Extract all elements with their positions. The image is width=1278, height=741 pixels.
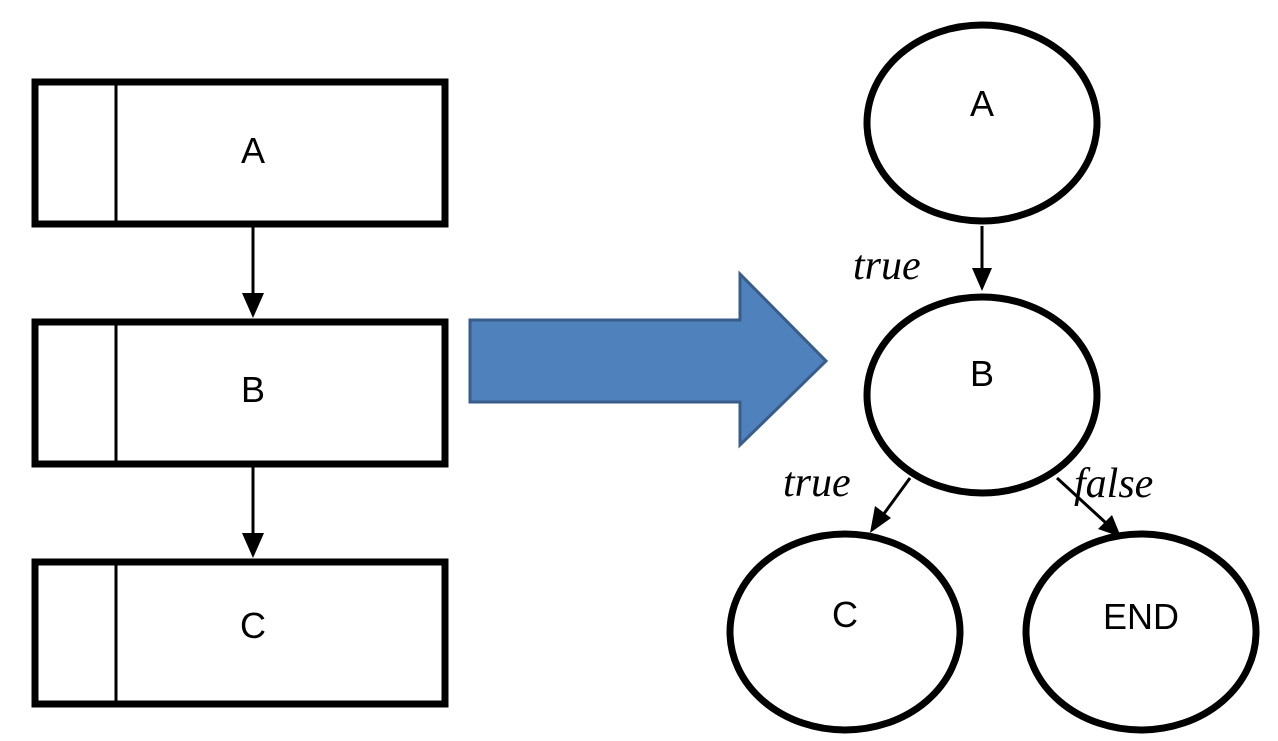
- arrow-a-to-b: [242, 226, 264, 318]
- node-c-label: C: [832, 594, 858, 635]
- block-b: B: [31, 318, 449, 468]
- arrow-b-to-c: [242, 466, 264, 558]
- edge-b-to-c: [870, 477, 912, 533]
- block-c-label: C: [240, 605, 266, 646]
- node-b-circle: [863, 293, 1101, 497]
- edge-label-b-to-c: true: [783, 460, 851, 506]
- node-b-label: B: [970, 353, 994, 394]
- block-a-frame: [31, 78, 449, 228]
- node-end: END: [1022, 530, 1260, 734]
- node-end-label: END: [1103, 596, 1179, 637]
- edge-b-to-end: [1055, 476, 1121, 537]
- block-b-frame: [31, 318, 449, 468]
- block-a-label: A: [241, 130, 265, 171]
- edge-label-a-to-b: true: [853, 243, 921, 289]
- node-c-circle: [726, 530, 964, 734]
- node-a: A: [863, 21, 1101, 225]
- block-a: A: [31, 78, 449, 228]
- edge-a-to-b: [972, 226, 992, 291]
- transform-arrow: [468, 270, 829, 449]
- node-c: C: [726, 530, 964, 734]
- node-b: B: [863, 293, 1101, 497]
- node-a-label: A: [970, 83, 994, 124]
- edge-label-b-to-end: false: [1074, 461, 1153, 507]
- block-c-frame: [31, 558, 449, 708]
- node-end-circle: [1022, 530, 1260, 734]
- block-c: C: [31, 558, 449, 708]
- node-a-circle: [863, 21, 1101, 225]
- block-b-label: B: [241, 369, 265, 410]
